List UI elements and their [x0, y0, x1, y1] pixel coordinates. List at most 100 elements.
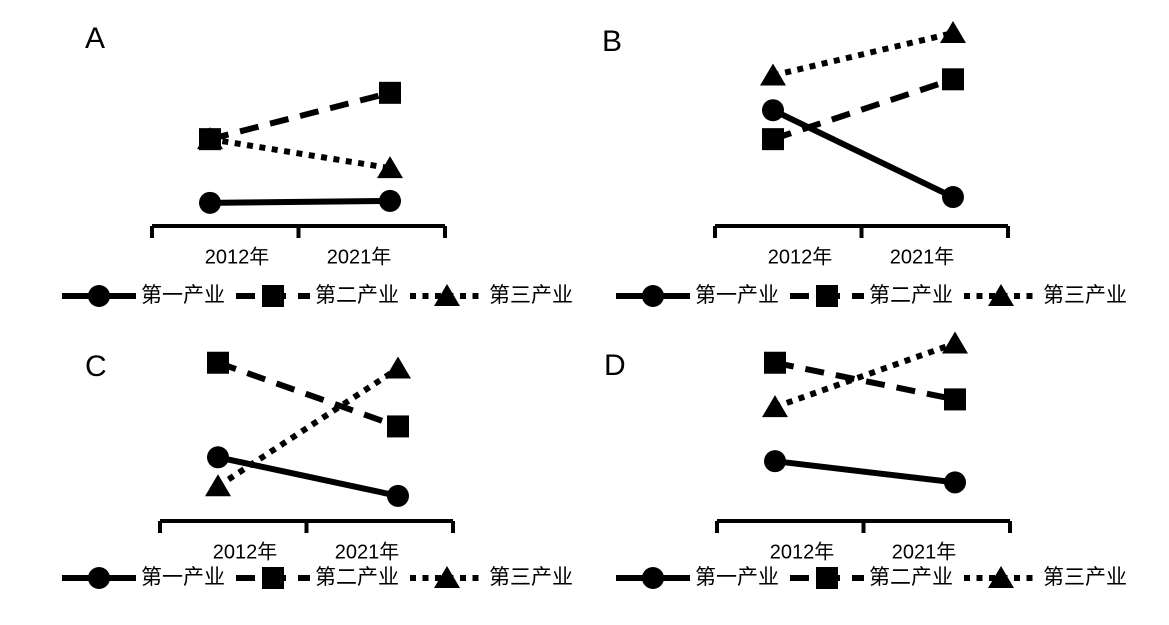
circle-marker [942, 186, 964, 209]
legend-label: 第一产业 [141, 284, 225, 307]
legend-swatch-dashed [236, 285, 310, 307]
square-marker [199, 128, 221, 151]
circle-marker [762, 99, 784, 122]
legend-label: 第一产业 [695, 284, 779, 307]
legend-panel-b: 第一产业 第二产业 第三产业 [616, 281, 1127, 311]
legend-label: 第三产业 [1043, 284, 1127, 307]
legend-label: 第二产业 [869, 284, 953, 307]
triangle-marker [940, 21, 966, 43]
legend-swatch-solid [62, 567, 136, 589]
x-tick-label: 2012年 [768, 246, 833, 269]
legend-label: 第二产业 [315, 284, 399, 307]
triangle-marker [988, 284, 1014, 306]
circle-marker [642, 567, 664, 589]
triangle-marker [434, 566, 460, 588]
x-axis [158, 519, 455, 533]
series-line-dotted [216, 366, 400, 489]
legend-label: 第二产业 [315, 566, 399, 589]
series-line-solid [774, 458, 956, 486]
panel-a-letter: A [85, 22, 106, 55]
x-tick-label: 2012年 [213, 541, 278, 564]
square-marker [764, 351, 786, 374]
series-line-solid [209, 197, 391, 206]
panel-c-chart: 2012年 2021年 [158, 351, 455, 564]
legend-panel-c: 第一产业 第二产业 第三产业 [62, 563, 573, 593]
circle-marker [387, 484, 409, 507]
panel-b-chart: 2012年 2021年 [713, 21, 1010, 269]
triangle-marker [385, 356, 411, 379]
square-marker [262, 567, 284, 589]
x-tick-label: 2012年 [205, 246, 270, 269]
legend-item: 第三产业 [410, 281, 573, 311]
circle-marker [379, 189, 401, 212]
square-marker [944, 388, 966, 411]
x-tick-label: 2012年 [770, 541, 835, 564]
series-line-dotted [773, 340, 957, 410]
x-tick-label: 2021年 [327, 246, 392, 269]
triangle-marker [988, 566, 1014, 588]
square-marker [942, 68, 964, 91]
legend-swatch-dashed [236, 567, 310, 589]
legend-label: 第一产业 [695, 566, 779, 589]
series-line-dashed [774, 359, 956, 403]
series-line-solid [771, 107, 955, 200]
legend-item: 第三产业 [964, 281, 1127, 311]
square-marker [387, 415, 409, 438]
series-line-dashed [216, 359, 400, 430]
square-marker [207, 351, 229, 374]
legend-label: 第二产业 [869, 566, 953, 589]
circle-marker [88, 567, 110, 589]
triangle-marker [942, 331, 968, 354]
legend-label: 第三产业 [489, 566, 573, 589]
series-line-dashed [772, 76, 954, 142]
square-marker [762, 128, 784, 151]
x-tick-label: 2021年 [335, 541, 400, 564]
series-line-dotted [209, 136, 391, 172]
legend-item: 第二产业 [236, 563, 399, 593]
legend-swatch-dotted [410, 284, 484, 306]
circle-marker [642, 285, 664, 307]
legend-item: 第一产业 [62, 563, 225, 593]
circle-marker [944, 471, 966, 494]
panel-d-chart: 2012年 2021年 [715, 331, 1012, 564]
triangle-marker [205, 474, 231, 497]
legend-swatch-solid [616, 285, 690, 307]
panel-a-chart: 2012年 2021年 [150, 81, 447, 269]
panel-c-letter: C [85, 350, 107, 383]
legend-item: 第二产业 [790, 563, 953, 593]
legend-panel-d: 第一产业 第二产业 第三产业 [616, 563, 1127, 593]
series-line-solid [217, 454, 399, 499]
x-axis [713, 224, 1010, 238]
legend-swatch-dashed [790, 567, 864, 589]
x-tick-label: 2021年 [890, 246, 955, 269]
square-marker [816, 567, 838, 589]
legend-swatch-solid [62, 285, 136, 307]
legend-swatch-dotted [964, 566, 1038, 588]
series-line-dashed [209, 89, 391, 143]
legend-swatch-dotted [410, 566, 484, 588]
legend-item: 第二产业 [790, 281, 953, 311]
x-axis [715, 519, 1012, 533]
legend-label: 第三产业 [489, 284, 573, 307]
circle-marker [88, 285, 110, 307]
x-axis [150, 224, 447, 238]
circle-marker [199, 191, 221, 214]
square-marker [379, 81, 401, 104]
legend-swatch-dotted [964, 284, 1038, 306]
series-line-dotted [772, 30, 954, 79]
circle-marker [207, 446, 229, 469]
legend-item: 第二产业 [236, 281, 399, 311]
legend-item: 第三产业 [410, 563, 573, 593]
circle-marker [764, 450, 786, 473]
legend-swatch-dashed [790, 285, 864, 307]
triangle-marker [377, 156, 403, 179]
square-marker [262, 285, 284, 307]
legend-label: 第三产业 [1043, 566, 1127, 589]
panel-d-letter: D [604, 349, 626, 382]
legend-item: 第三产业 [964, 563, 1127, 593]
x-tick-label: 2021年 [892, 541, 957, 564]
panel-b-letter: B [602, 25, 623, 58]
legend-item: 第一产业 [62, 281, 225, 311]
triangle-marker [762, 395, 788, 418]
